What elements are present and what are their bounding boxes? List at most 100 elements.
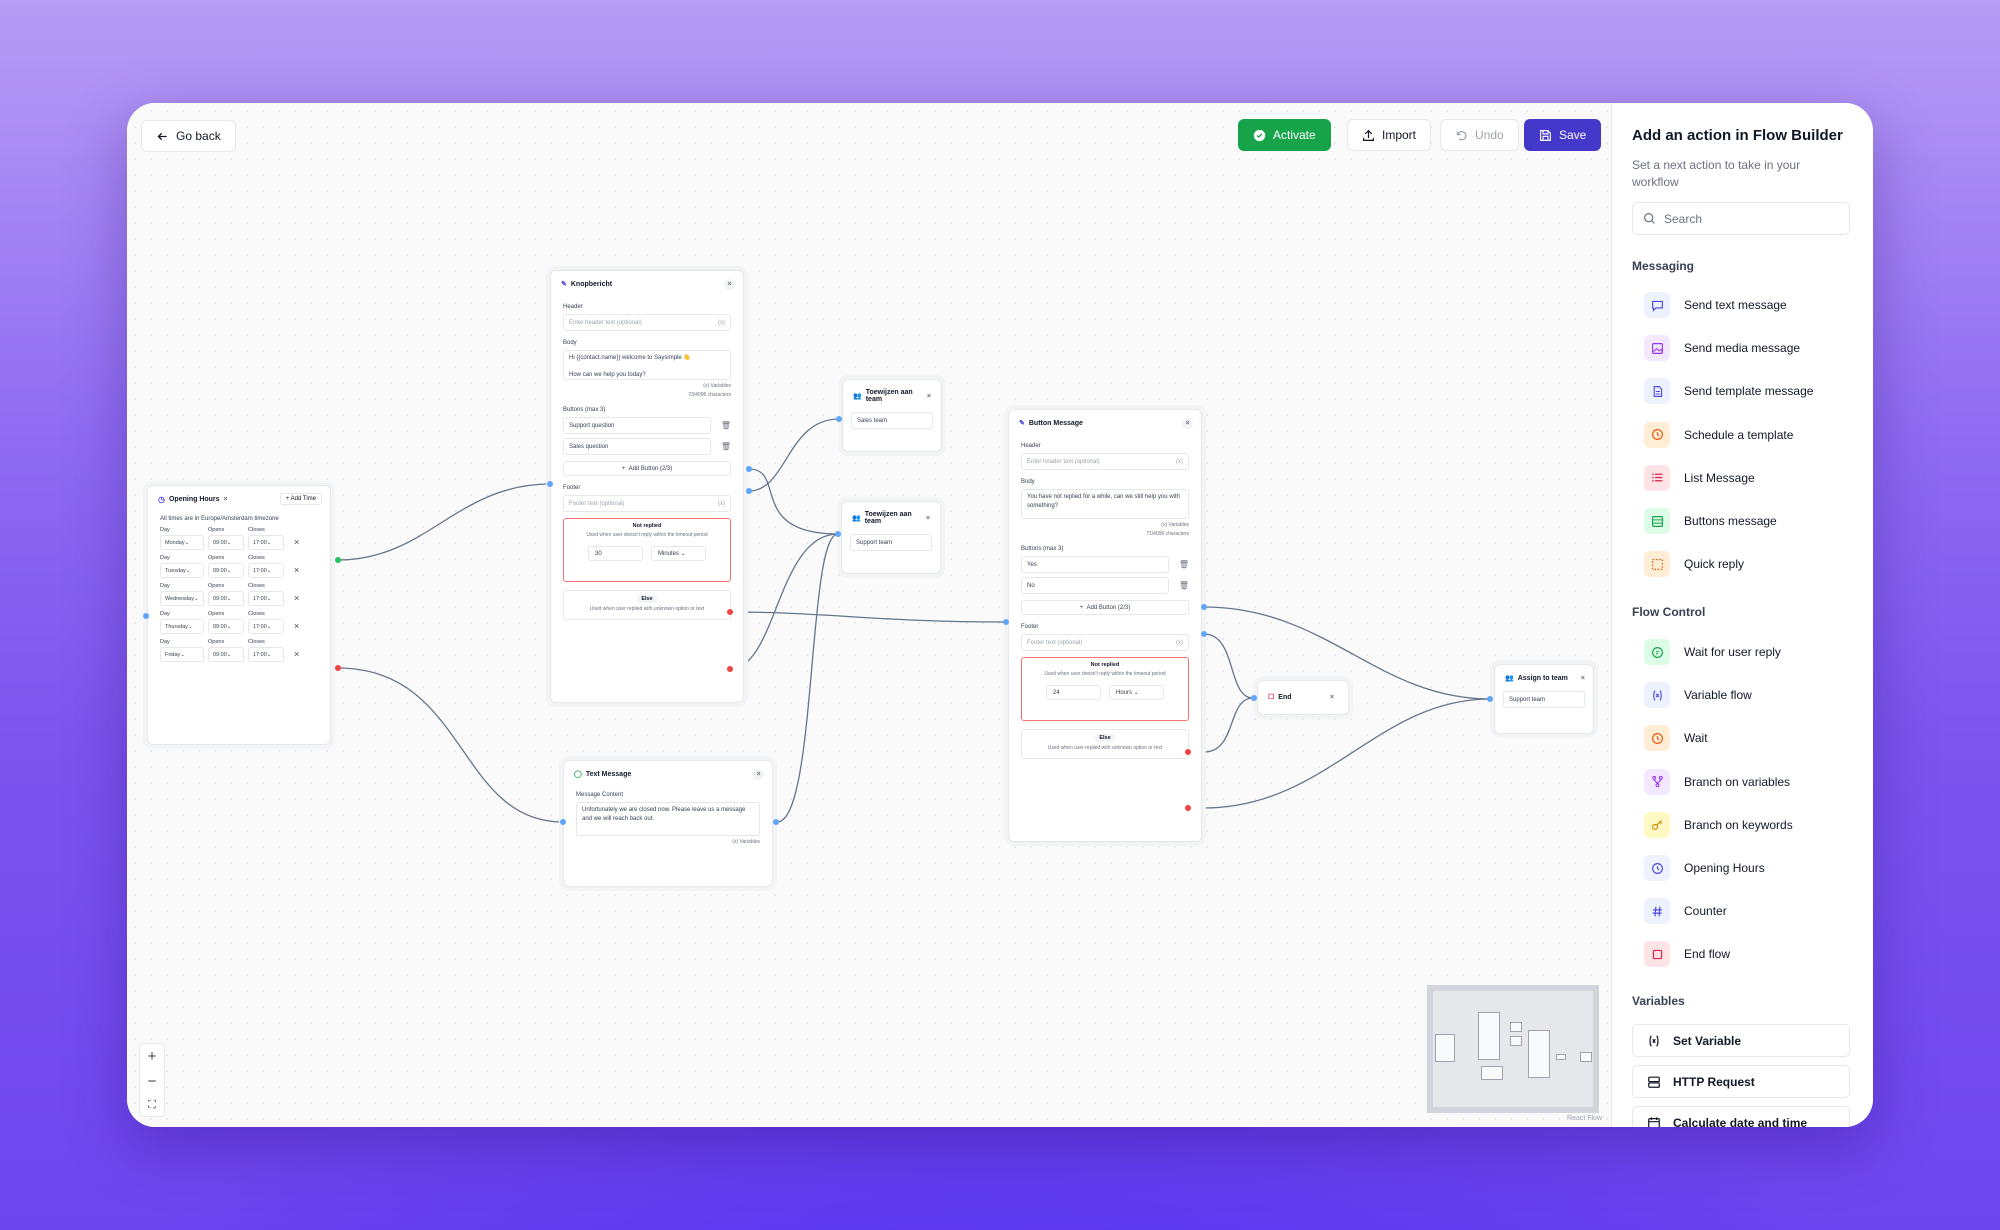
assign-team-node-support[interactable]: 👥Toewijzen aan team× Support team (841, 501, 941, 574)
knop-support-handle[interactable] (746, 466, 752, 472)
flow-canvas[interactable]: Go back Activate Import Undo Save ◷ Open… (127, 103, 1611, 1127)
header-input[interactable]: Enter header text (optional)(x) (1021, 453, 1189, 470)
team-select[interactable]: Support team (850, 534, 932, 551)
close-icon[interactable]: × (753, 769, 764, 780)
action-item-list-message[interactable]: List Message (1644, 464, 1755, 492)
knop-input-handle[interactable] (547, 481, 553, 487)
close-icon[interactable]: × (926, 392, 931, 400)
assign-team-node-sales[interactable]: 👥Toewijzen aan team× Sales team (842, 379, 942, 452)
close-icon[interactable]: × (724, 279, 735, 290)
assign-team-node[interactable]: 👥Assign to team× Support team (1494, 664, 1594, 734)
import-button[interactable]: Import (1347, 119, 1432, 151)
variable-item-set-variable[interactable]: Set Variable (1632, 1024, 1850, 1057)
hours-closes-select[interactable]: 17:00 ⌄ (248, 647, 284, 662)
action-item-end-flow[interactable]: End flow (1644, 940, 1730, 968)
timeout-input[interactable]: 24 (1046, 685, 1101, 700)
add-button[interactable]: + Add Button (2/3) (1021, 600, 1189, 615)
variable-icon[interactable]: (x) (718, 500, 725, 507)
add-button[interactable]: + Add Button (2/3) (563, 461, 731, 476)
trash-icon[interactable]: 🗑 (720, 442, 731, 451)
variables-link[interactable]: (x) Variables (732, 839, 760, 845)
search-input[interactable]: Search (1632, 202, 1850, 235)
hours-closes-select[interactable]: 17:00 ⌄ (248, 619, 284, 634)
message-content-textarea[interactable]: Unfortunately we are closed now. Please … (576, 802, 760, 836)
button-msg-input-handle[interactable] (1003, 619, 1009, 625)
end-node[interactable]: ☐End× (1257, 680, 1349, 715)
timeout-input[interactable]: 30 (588, 546, 643, 561)
hours-closes-select[interactable]: 17:00 ⌄ (248, 535, 284, 550)
remove-row-icon[interactable]: × (294, 565, 300, 575)
action-item-counter[interactable]: Counter (1644, 897, 1727, 925)
knop-notreplied-handle[interactable] (727, 609, 733, 615)
hours-opens-select[interactable]: 09:00 ⌄ (208, 535, 244, 550)
action-item-send-template-message[interactable]: Send template message (1644, 377, 1813, 405)
variable-item-calculate-date-and-time[interactable]: Calculate date and time (1632, 1106, 1850, 1127)
close-icon[interactable]: × (1182, 418, 1193, 429)
trash-icon[interactable]: 🗑 (720, 421, 731, 430)
action-item-opening-hours[interactable]: Opening Hours (1644, 854, 1765, 882)
footer-input[interactable]: Footer text (optional)(x) (563, 495, 731, 512)
variable-icon[interactable]: (x) (718, 319, 725, 326)
knop-else-handle[interactable] (727, 666, 733, 672)
hours-day-select[interactable]: Friday ⌄ (160, 647, 204, 662)
action-item-branch-on-keywords[interactable]: Branch on keywords (1644, 811, 1793, 839)
hours-input-handle[interactable] (143, 613, 149, 619)
close-icon[interactable]: × (1329, 693, 1334, 701)
button-input[interactable]: Yes (1021, 556, 1169, 573)
button-else-handle[interactable] (1185, 805, 1191, 811)
remove-row-icon[interactable]: × (294, 649, 300, 659)
text-message-node[interactable]: ◯Text Message× Message Content Unfortuna… (563, 760, 773, 887)
hours-open-handle[interactable] (335, 557, 341, 563)
action-item-branch-on-variables[interactable]: Branch on variables (1644, 768, 1790, 796)
team1-input-handle[interactable] (836, 416, 842, 422)
hours-opens-select[interactable]: 09:00 ⌄ (208, 563, 244, 578)
text-output-handle[interactable] (773, 819, 779, 825)
remove-row-icon[interactable]: × (294, 593, 300, 603)
action-item-wait[interactable]: Wait (1644, 724, 1708, 752)
close-icon[interactable]: × (223, 496, 228, 503)
body-textarea[interactable]: You have not replied for a while, can we… (1021, 489, 1189, 519)
remove-row-icon[interactable]: × (294, 621, 300, 631)
variables-link[interactable]: (x) Variables (703, 383, 731, 389)
hours-day-select[interactable]: Thursday ⌄ (160, 619, 204, 634)
action-item-buttons-message[interactable]: Buttons message (1644, 507, 1777, 535)
variables-link[interactable]: (x) Variables (1161, 522, 1189, 528)
hours-day-select[interactable]: Monday ⌄ (160, 535, 204, 550)
hours-opens-select[interactable]: 09:00 ⌄ (208, 591, 244, 606)
timeout-unit-select[interactable]: Hours ⌄ (1109, 685, 1164, 700)
trash-icon[interactable]: 🗑 (1178, 560, 1189, 569)
team2-input-handle[interactable] (835, 531, 841, 537)
assign-select[interactable]: Support team (1503, 691, 1585, 708)
opening-hours-node[interactable]: ◷ Opening Hours × + Add Time All times a… (147, 485, 331, 745)
close-icon[interactable]: × (925, 514, 930, 522)
close-icon[interactable]: × (1580, 674, 1585, 682)
button-yes-handle[interactable] (1201, 604, 1207, 610)
button-message-node[interactable]: ✎ Button Message × Header Enter header t… (1008, 409, 1202, 842)
hours-closed-handle[interactable] (335, 665, 341, 671)
add-time-button[interactable]: + Add Time (279, 493, 322, 505)
button-notreplied-handle[interactable] (1185, 749, 1191, 755)
button-input[interactable]: No (1021, 577, 1169, 594)
undo-button[interactable]: Undo (1440, 119, 1519, 151)
button-no-handle[interactable] (1201, 631, 1207, 637)
save-button[interactable]: Save (1524, 119, 1602, 151)
variable-icon[interactable]: (x) (1176, 639, 1183, 646)
variable-icon[interactable]: (x) (1176, 458, 1183, 465)
timeout-unit-select[interactable]: Minutes ⌄ (651, 546, 706, 561)
action-item-send-text-message[interactable]: Send text message (1644, 291, 1787, 319)
action-item-quick-reply[interactable]: Quick reply (1644, 550, 1744, 578)
action-item-schedule-a-template[interactable]: Schedule a template (1644, 421, 1793, 449)
action-item-wait-for-user-reply[interactable]: Wait for user reply (1644, 638, 1781, 666)
footer-input[interactable]: Footer text (optional)(x) (1021, 634, 1189, 651)
team-select[interactable]: Sales team (851, 412, 933, 429)
action-item-send-media-message[interactable]: Send media message (1644, 334, 1800, 362)
fit-view-icon[interactable]: ⛶ (148, 1098, 156, 1111)
button-input[interactable]: Sales question (563, 438, 711, 455)
action-item-variable-flow[interactable]: Variable flow (1644, 681, 1752, 709)
remove-row-icon[interactable]: × (294, 537, 300, 547)
variable-item-http-request[interactable]: HTTP Request (1632, 1065, 1850, 1098)
header-input[interactable]: Enter header text (optional)(x) (563, 314, 731, 331)
end-input-handle[interactable] (1251, 695, 1257, 701)
react-flow-attribution[interactable]: React Flow (1567, 1115, 1603, 1122)
zoom-out-icon[interactable]: − (147, 1073, 157, 1091)
